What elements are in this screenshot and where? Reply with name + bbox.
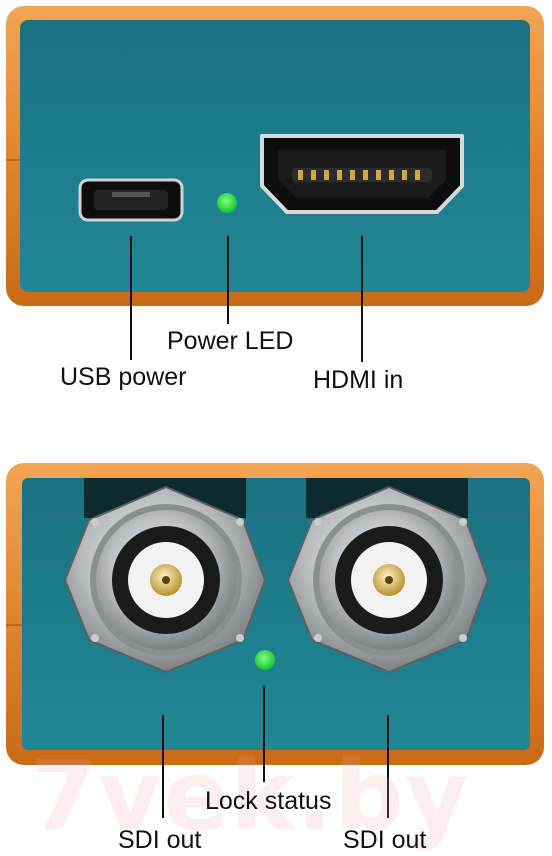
hdmi-in-label: HDMI in: [313, 366, 404, 394]
hdmi-port-icon: [260, 134, 464, 214]
power-led-label: Power LED: [167, 327, 294, 355]
bnc-connector-icon: [286, 485, 490, 674]
lock-status-led-icon: [255, 650, 275, 670]
top-callout-lines: [130, 236, 363, 362]
power-led-icon: [217, 193, 237, 213]
bottom-panel: [6, 463, 544, 765]
sdi-out-left-label: SDI out: [118, 826, 202, 854]
bnc-connector-icon: [63, 485, 267, 674]
bottom-callout-lines: [162, 686, 389, 818]
sdi-out-right-label: SDI out: [343, 826, 427, 854]
top-panel: [6, 6, 544, 306]
usb-power-label: USB power: [60, 363, 187, 391]
micro-usb-port-icon: [78, 178, 184, 222]
lock-status-label: Lock status: [205, 787, 332, 815]
